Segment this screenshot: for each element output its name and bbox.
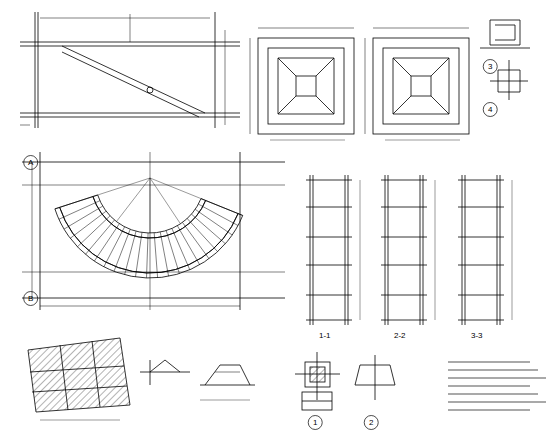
joint-details xyxy=(480,20,530,100)
view-label: 3-3 xyxy=(470,331,484,340)
stair-plan xyxy=(22,152,285,310)
view-label: 2-2 xyxy=(393,331,407,340)
notes-text-strokes xyxy=(448,362,546,410)
callout-number: 1 xyxy=(312,418,318,427)
callout-number: B xyxy=(27,294,34,303)
callout-circle xyxy=(483,60,497,74)
callout-circle xyxy=(308,416,322,430)
tread-detail xyxy=(28,338,255,420)
callout-number: 2 xyxy=(368,418,374,427)
stair-section xyxy=(20,12,240,128)
callout-circle xyxy=(24,292,38,306)
column-plans xyxy=(250,28,469,140)
callout-number: 4 xyxy=(487,105,493,114)
node-details xyxy=(295,352,395,410)
view-label: 1-1 xyxy=(318,331,332,340)
callout-circle xyxy=(24,156,38,170)
callout-circle xyxy=(483,103,497,117)
callout-circle xyxy=(364,416,378,430)
callout-number: 3 xyxy=(487,62,493,71)
frame-elevations xyxy=(306,175,512,325)
callout-number: A xyxy=(27,158,34,167)
